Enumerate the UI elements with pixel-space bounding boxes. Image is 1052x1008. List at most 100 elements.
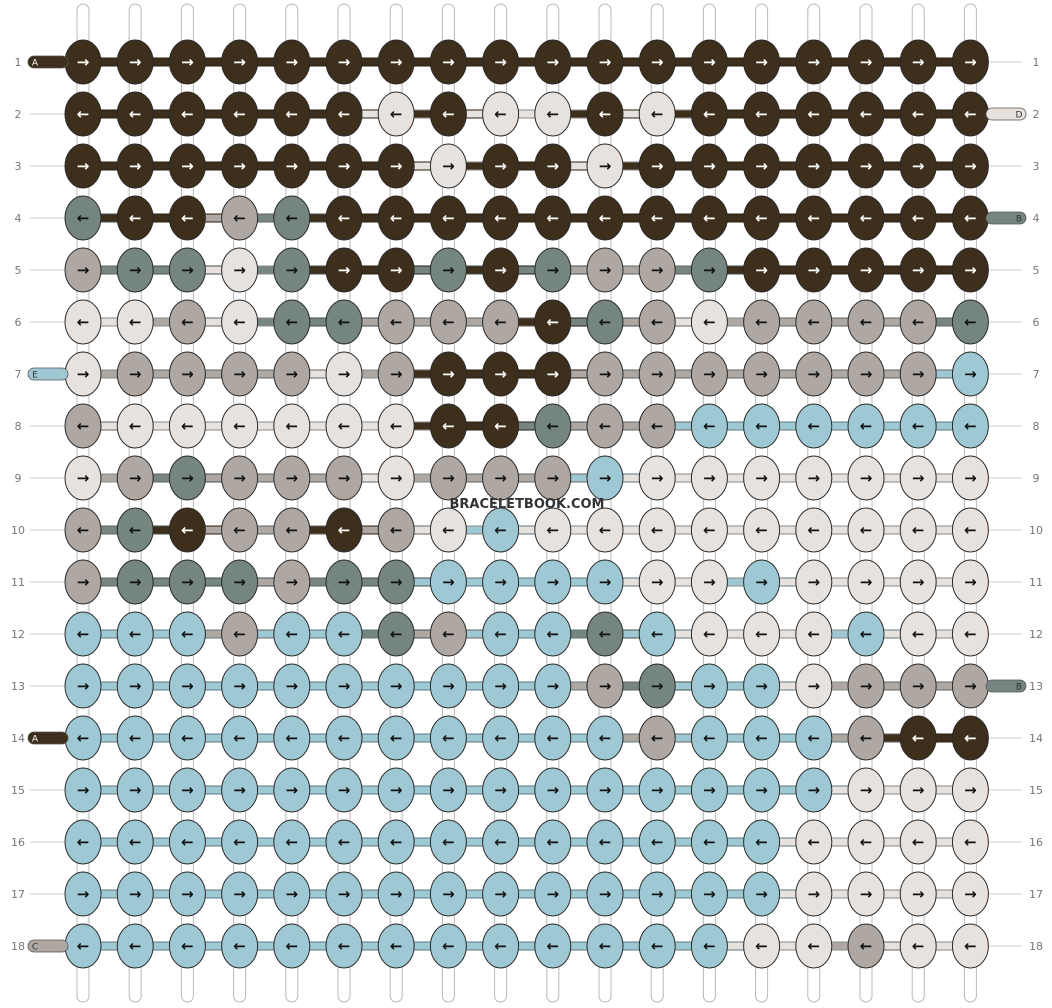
- knot[interactable]: →: [429, 767, 467, 813]
- knot[interactable]: ←: [64, 715, 102, 761]
- knot[interactable]: →: [168, 143, 206, 189]
- knot[interactable]: →: [847, 663, 885, 709]
- knot[interactable]: ←: [743, 507, 781, 553]
- knot[interactable]: ←: [638, 715, 676, 761]
- knot[interactable]: ←: [795, 91, 833, 137]
- knot[interactable]: →: [586, 143, 624, 189]
- knot[interactable]: ←: [690, 403, 728, 449]
- knot[interactable]: →: [377, 351, 415, 397]
- knot[interactable]: →: [795, 767, 833, 813]
- knot[interactable]: ←: [273, 403, 311, 449]
- knot[interactable]: →: [586, 455, 624, 501]
- knot[interactable]: →: [586, 559, 624, 605]
- knot[interactable]: ←: [482, 923, 520, 969]
- knot[interactable]: ←: [586, 507, 624, 553]
- knot[interactable]: ←: [795, 195, 833, 241]
- knot[interactable]: →: [638, 39, 676, 85]
- knot[interactable]: →: [743, 143, 781, 189]
- knot[interactable]: ←: [586, 195, 624, 241]
- knot[interactable]: →: [586, 247, 624, 293]
- knot[interactable]: ←: [64, 195, 102, 241]
- knot[interactable]: ←: [951, 299, 989, 345]
- knot[interactable]: ←: [534, 715, 572, 761]
- knot[interactable]: ←: [899, 195, 937, 241]
- knot[interactable]: →: [325, 351, 363, 397]
- knot[interactable]: →: [638, 871, 676, 917]
- knot[interactable]: ←: [847, 819, 885, 865]
- knot[interactable]: →: [325, 247, 363, 293]
- knot[interactable]: →: [899, 871, 937, 917]
- knot[interactable]: →: [116, 455, 154, 501]
- knot[interactable]: ←: [221, 299, 259, 345]
- knot[interactable]: ←: [899, 819, 937, 865]
- knot[interactable]: ←: [899, 403, 937, 449]
- knot[interactable]: ←: [847, 403, 885, 449]
- knot[interactable]: →: [847, 871, 885, 917]
- knot[interactable]: ←: [64, 819, 102, 865]
- knot[interactable]: →: [221, 143, 259, 189]
- knot[interactable]: →: [482, 39, 520, 85]
- knot[interactable]: ←: [429, 819, 467, 865]
- knot[interactable]: ←: [586, 819, 624, 865]
- knot[interactable]: ←: [116, 91, 154, 137]
- knot[interactable]: →: [273, 39, 311, 85]
- knot[interactable]: →: [534, 143, 572, 189]
- knot[interactable]: ←: [690, 819, 728, 865]
- knot[interactable]: ←: [847, 715, 885, 761]
- knot[interactable]: ←: [743, 91, 781, 137]
- knot[interactable]: ←: [482, 403, 520, 449]
- knot[interactable]: →: [221, 559, 259, 605]
- knot[interactable]: ←: [168, 611, 206, 657]
- knot[interactable]: →: [690, 247, 728, 293]
- knot[interactable]: ←: [899, 611, 937, 657]
- knot[interactable]: ←: [534, 195, 572, 241]
- knot[interactable]: ←: [116, 195, 154, 241]
- knot[interactable]: →: [795, 351, 833, 397]
- knot[interactable]: →: [951, 663, 989, 709]
- knot[interactable]: ←: [377, 299, 415, 345]
- knot[interactable]: ←: [429, 91, 467, 137]
- knot[interactable]: ←: [638, 91, 676, 137]
- knot[interactable]: →: [325, 455, 363, 501]
- knot[interactable]: ←: [951, 507, 989, 553]
- knot[interactable]: ←: [534, 299, 572, 345]
- knot[interactable]: ←: [795, 403, 833, 449]
- knot[interactable]: →: [899, 767, 937, 813]
- knot[interactable]: →: [743, 871, 781, 917]
- knot[interactable]: →: [690, 871, 728, 917]
- knot[interactable]: →: [273, 767, 311, 813]
- knot[interactable]: →: [64, 143, 102, 189]
- knot[interactable]: ←: [429, 507, 467, 553]
- knot[interactable]: ←: [586, 299, 624, 345]
- knot[interactable]: ←: [638, 611, 676, 657]
- knot[interactable]: ←: [638, 819, 676, 865]
- knot[interactable]: →: [482, 351, 520, 397]
- knot[interactable]: ←: [325, 403, 363, 449]
- knot[interactable]: →: [116, 39, 154, 85]
- knot[interactable]: →: [429, 663, 467, 709]
- knot[interactable]: →: [534, 663, 572, 709]
- knot[interactable]: →: [743, 663, 781, 709]
- knot[interactable]: ←: [899, 507, 937, 553]
- knot[interactable]: →: [429, 559, 467, 605]
- knot[interactable]: ←: [899, 923, 937, 969]
- knot[interactable]: ←: [795, 715, 833, 761]
- knot[interactable]: ←: [899, 91, 937, 137]
- knot[interactable]: ←: [377, 403, 415, 449]
- knot[interactable]: →: [482, 767, 520, 813]
- knot[interactable]: ←: [638, 507, 676, 553]
- knot[interactable]: ←: [951, 819, 989, 865]
- knot[interactable]: ←: [325, 91, 363, 137]
- knot[interactable]: ←: [534, 507, 572, 553]
- knot[interactable]: →: [847, 767, 885, 813]
- knot[interactable]: →: [325, 767, 363, 813]
- knot[interactable]: ←: [899, 715, 937, 761]
- knot[interactable]: →: [116, 247, 154, 293]
- knot[interactable]: ←: [429, 715, 467, 761]
- knot[interactable]: →: [273, 455, 311, 501]
- knot[interactable]: ←: [325, 195, 363, 241]
- knot[interactable]: →: [847, 143, 885, 189]
- knot[interactable]: →: [168, 871, 206, 917]
- knot[interactable]: →: [429, 143, 467, 189]
- knot[interactable]: →: [847, 39, 885, 85]
